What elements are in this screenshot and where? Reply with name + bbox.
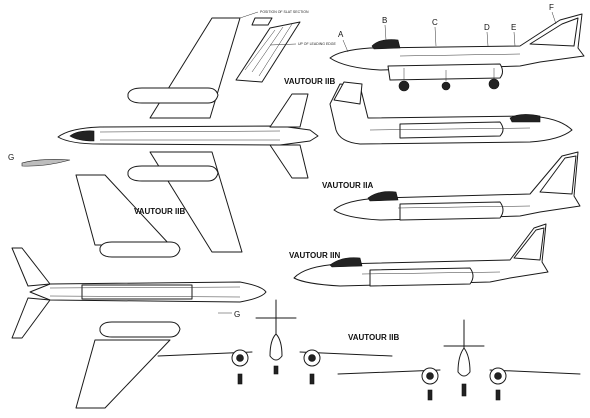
plan-top-lower-stabilizer xyxy=(269,144,309,179)
label-vautour-iin: VAUTOUR IIN xyxy=(289,251,340,260)
plan-view-top: POSITION OF SLAT SECTION UP OF LEADING E… xyxy=(57,10,337,253)
side-view-1: A B C D E F xyxy=(329,3,585,92)
front-right-fuselage xyxy=(457,347,471,377)
side4-canopy xyxy=(329,257,363,268)
plan-top-lower-nacelle xyxy=(127,165,219,182)
front-right-gear-a xyxy=(427,389,433,401)
side1-fin xyxy=(529,17,579,47)
letter-e: E xyxy=(511,23,516,32)
side1-nacelle xyxy=(387,63,503,81)
side1-rear-wheel xyxy=(488,78,500,90)
side1-canopy xyxy=(371,39,401,50)
front-view-right: VAUTOUR IIB xyxy=(337,319,581,401)
side3-nacelle xyxy=(399,201,504,221)
side2-fin xyxy=(333,81,363,105)
plan-top-cockpit xyxy=(69,130,95,142)
plan-bottom-lower-stabilizer xyxy=(11,297,51,339)
plan-bottom-lower-wing xyxy=(75,339,171,409)
front-left-fuselage xyxy=(269,333,283,361)
plan-top-upper-nacelle xyxy=(127,87,219,104)
plan-bottom-upper-stabilizer xyxy=(11,247,51,287)
plan-bottom-bomb-bay xyxy=(81,284,193,300)
side-view-2: VAUTOUR IIB xyxy=(284,77,573,145)
front-left-gear-b xyxy=(309,373,315,385)
front-view-left xyxy=(157,299,393,385)
plan-top-upper-stabilizer xyxy=(269,93,309,128)
label-vautour-iib-plan: VAUTOUR IIB xyxy=(134,207,185,216)
side1-main-wheel xyxy=(441,81,451,91)
front-right-gear-nose xyxy=(461,383,467,397)
label-vautour-iia: VAUTOUR IIA xyxy=(322,181,373,190)
front-left-gear-nose xyxy=(273,365,279,375)
side3-canopy xyxy=(367,191,399,202)
side2-canopy xyxy=(509,114,541,123)
side3-fin xyxy=(539,155,577,195)
label-vautour-iib-side: VAUTOUR IIB xyxy=(284,77,335,86)
letter-a: A xyxy=(338,30,344,39)
side1-fuselage xyxy=(329,13,585,71)
letter-c: C xyxy=(432,18,438,27)
letter-f: F xyxy=(549,3,554,12)
side-view-3: VAUTOUR IIA xyxy=(322,151,581,221)
plan-top-slat-panel xyxy=(235,21,301,83)
side4-fin xyxy=(513,227,545,261)
callout-leading-edge: UP OF LEADING EDGE xyxy=(298,42,337,46)
plan-top-fuselage xyxy=(57,125,319,146)
plan-view-bottom: G xyxy=(11,174,267,409)
letter-d: D xyxy=(484,23,490,32)
front-right-gear-b xyxy=(495,389,501,401)
drop-tank-shape xyxy=(21,159,71,167)
plan-top-slat-tip xyxy=(251,17,273,26)
side4-fuselage xyxy=(293,223,549,287)
letter-g-bottom: G xyxy=(234,310,240,319)
plan-bottom-upper-nacelle xyxy=(99,241,181,258)
callout-slat-section: POSITION OF SLAT SECTION xyxy=(260,10,309,14)
letter-g-left: G xyxy=(8,153,14,162)
letter-b: B xyxy=(382,16,387,25)
drop-tank-detail: G xyxy=(8,153,71,167)
plan-bottom-lower-nacelle xyxy=(99,321,181,338)
side-view-4: VAUTOUR IIN xyxy=(289,223,549,287)
front-left-gear-a xyxy=(237,373,243,385)
side4-nacelle xyxy=(369,267,474,287)
side3-fuselage xyxy=(333,151,581,221)
label-vautour-iib-front: VAUTOUR IIB xyxy=(348,333,399,342)
side2-nacelle xyxy=(399,121,504,139)
side1-nose-wheel xyxy=(398,80,410,92)
front-right-wing-line xyxy=(337,369,581,375)
